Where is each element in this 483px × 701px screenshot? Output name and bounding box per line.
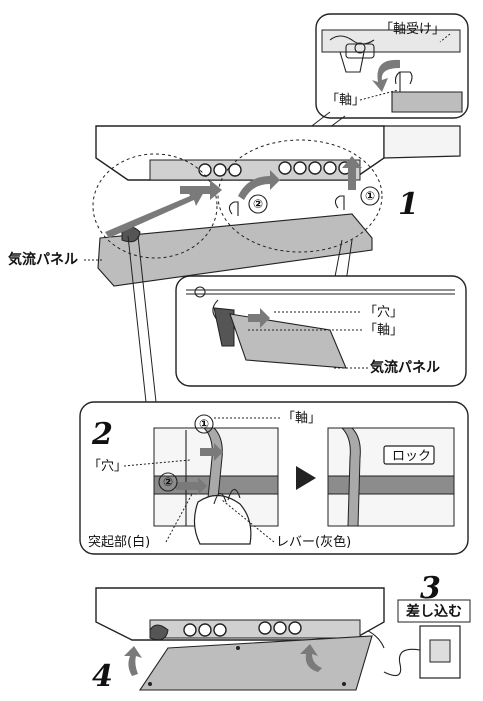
step2-slide-arrow-icon bbox=[176, 477, 207, 495]
label-kiryu-panel-left: 気流パネル bbox=[8, 251, 78, 268]
label-lever: レバー(灰色) bbox=[276, 534, 351, 550]
step2-push-arrow-icon bbox=[200, 443, 223, 461]
mid-insert-arrow-icon bbox=[248, 308, 270, 328]
step2-before bbox=[153, 427, 279, 545]
step2-after: ロック bbox=[327, 427, 455, 527]
airflow-panel bbox=[97, 213, 373, 287]
up-arrow-icon bbox=[342, 156, 362, 190]
close-arrow-right-icon bbox=[300, 644, 322, 672]
step1-unit-illustration: ② ① 1 気流パネル bbox=[8, 125, 461, 287]
next-triangle-icon bbox=[296, 466, 316, 490]
power-cord bbox=[383, 648, 421, 677]
rotate-arrow-icon bbox=[372, 59, 400, 92]
lift-arrow-icon bbox=[238, 170, 280, 200]
close-arrow-left-icon bbox=[124, 646, 142, 676]
label-jiku-mid: 「軸」 bbox=[364, 323, 403, 338]
hand-icon bbox=[193, 494, 252, 545]
step2-box: 2 ① ② 「軸」 「穴」 突起部(白) レバー(灰色) bbox=[79, 401, 469, 555]
label-tokkibu: 突起部(白) bbox=[88, 534, 150, 550]
insert-arrow-icon bbox=[105, 190, 204, 238]
step34-illustration: 3 差し込む 4 bbox=[92, 571, 471, 694]
step2-marker-2: ② bbox=[163, 475, 173, 489]
label-ana-box2: 「穴」 bbox=[88, 459, 127, 474]
label-lock: ロック bbox=[392, 449, 431, 464]
step1-marker-1: ① bbox=[365, 189, 375, 203]
roller-row bbox=[149, 159, 361, 181]
label-kiryu-panel-mid: 気流パネル bbox=[370, 359, 440, 376]
label-jiku-box2: 「軸」 bbox=[282, 411, 321, 426]
label-ana-mid: 「穴」 bbox=[364, 305, 403, 320]
label-jikuuke: 「軸受け」 bbox=[380, 22, 445, 37]
label-sashikomu: 差し込む bbox=[406, 603, 462, 620]
slide-arrow-icon bbox=[180, 180, 222, 200]
top-zoom-callout: 「軸受け」 「軸」 bbox=[315, 13, 469, 119]
step-number-4: 4 bbox=[92, 659, 113, 694]
step-number-1: 1 bbox=[398, 187, 419, 222]
label-jiku-top: 「軸」 bbox=[326, 93, 365, 108]
bottom-airflow-panel bbox=[138, 635, 373, 691]
step2-marker-1: ① bbox=[199, 417, 209, 431]
step1-marker-2: ② bbox=[253, 197, 263, 211]
step-number-3: 3 bbox=[420, 571, 441, 606]
lock-badge bbox=[383, 445, 435, 465]
middle-zoom-callout: 「穴」 「軸」 気流パネル bbox=[175, 275, 467, 387]
step-number-2: 2 bbox=[91, 417, 113, 452]
